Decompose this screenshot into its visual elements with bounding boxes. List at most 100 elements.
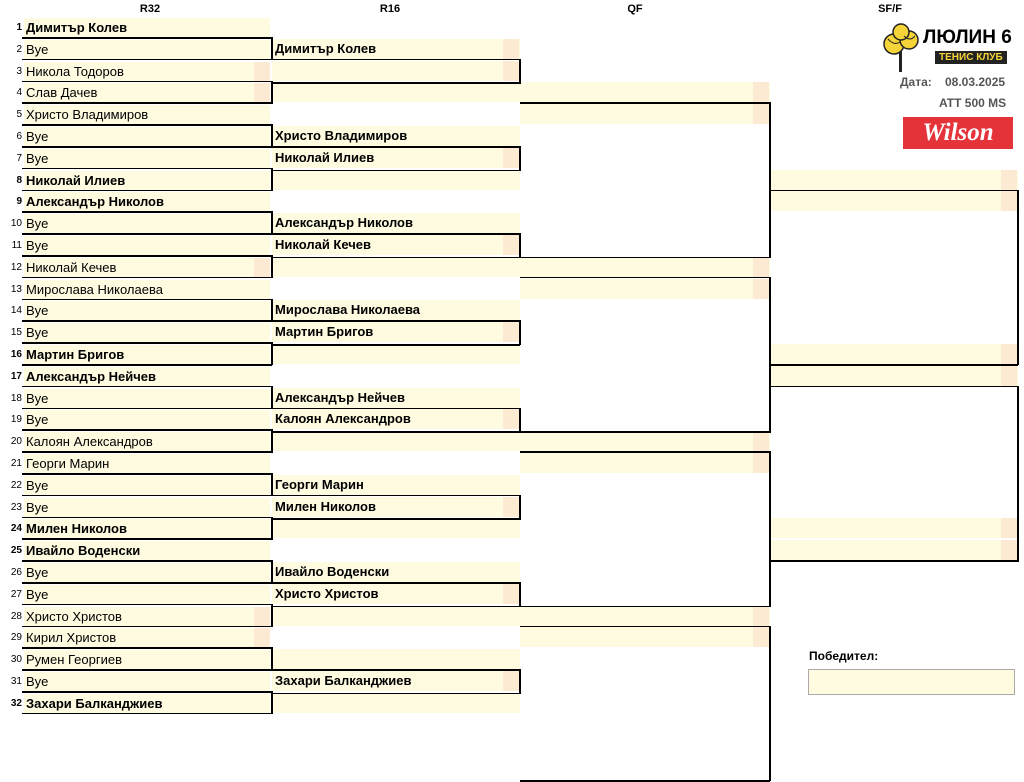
bracket-line xyxy=(271,298,273,322)
score-cell xyxy=(753,605,769,626)
r16-row[interactable] xyxy=(272,605,520,626)
qf-cell[interactable] xyxy=(520,82,770,103)
r16-row[interactable] xyxy=(272,60,520,81)
qf-cell[interactable] xyxy=(520,431,770,452)
r16-row[interactable]: Мирослава Николаева xyxy=(272,300,520,321)
qf-cell[interactable] xyxy=(520,605,770,626)
sf-cell[interactable] xyxy=(770,169,1018,190)
r16-cell xyxy=(272,169,520,190)
r16-row[interactable] xyxy=(272,82,520,103)
winner-field[interactable] xyxy=(808,669,1015,695)
bracket-line xyxy=(520,780,770,782)
r16-row[interactable] xyxy=(272,692,520,713)
sf-cell[interactable] xyxy=(770,365,1018,386)
r32-cell xyxy=(24,672,270,692)
player-name: Николай Кечев xyxy=(26,259,117,275)
r16-row[interactable] xyxy=(272,256,520,277)
r16-row[interactable]: Христо Христов xyxy=(272,583,520,604)
r16-row[interactable]: Димитър Колев xyxy=(272,38,520,59)
r32-cell xyxy=(24,170,270,191)
qf-cell[interactable] xyxy=(520,278,770,299)
r16-row[interactable]: Мартин Бригов xyxy=(272,322,520,343)
r32-cell xyxy=(24,584,270,605)
player-name: Мартин Бригов xyxy=(26,347,125,362)
qf-cell[interactable] xyxy=(520,453,770,473)
player-name: Bye xyxy=(26,41,49,57)
r16-cell xyxy=(272,518,520,539)
r16-cell xyxy=(272,474,520,495)
qf-cell[interactable] xyxy=(520,627,770,648)
sf-cell[interactable] xyxy=(770,540,1018,561)
bracket-line xyxy=(22,211,272,213)
r32-cell xyxy=(24,148,270,169)
bracket-line xyxy=(271,255,273,279)
r16-row[interactable]: Калоян Александров xyxy=(272,409,520,430)
r16-row[interactable] xyxy=(272,431,520,452)
r16-row[interactable] xyxy=(272,169,520,190)
seed-number: 8 xyxy=(16,174,22,186)
r16-row[interactable]: Милен Николов xyxy=(272,496,520,517)
r16-row[interactable] xyxy=(272,518,520,539)
r16-row[interactable]: Захари Балканджиев xyxy=(272,671,520,691)
sf-cell[interactable] xyxy=(770,518,1018,539)
r16-row[interactable]: Николай Илиев xyxy=(272,147,520,168)
r16-row[interactable]: Александър Николов xyxy=(272,213,520,234)
r16-row[interactable]: Георги Марин xyxy=(272,474,520,495)
qf-cell[interactable] xyxy=(520,256,770,277)
player-name: Христо Владимиров xyxy=(26,107,149,123)
score-cell xyxy=(254,628,270,649)
seed-number: 32 xyxy=(10,697,22,709)
qf-cell[interactable] xyxy=(520,104,770,125)
r16-row[interactable]: Ивайло Воденски xyxy=(272,562,520,582)
sf-cell[interactable] xyxy=(770,191,1018,212)
bracket-line xyxy=(519,146,521,172)
bracket-line xyxy=(1017,385,1019,562)
bracket-line xyxy=(1017,189,1019,366)
r16-row[interactable]: Александър Нейчев xyxy=(272,387,520,408)
bracket-line xyxy=(519,58,521,84)
r16-row[interactable] xyxy=(272,344,520,364)
bracket-line xyxy=(271,603,273,628)
sf-cell[interactable] xyxy=(770,344,1018,364)
seed-number: 18 xyxy=(10,392,22,404)
bracket-line xyxy=(272,256,520,259)
r16-row[interactable]: Николай Кечев xyxy=(272,235,520,255)
score-cell xyxy=(254,83,270,104)
score-cell xyxy=(753,104,769,125)
r16-row[interactable]: Христо Владимиров xyxy=(272,126,520,146)
r16-row[interactable] xyxy=(272,649,520,670)
score-cell xyxy=(503,38,519,59)
